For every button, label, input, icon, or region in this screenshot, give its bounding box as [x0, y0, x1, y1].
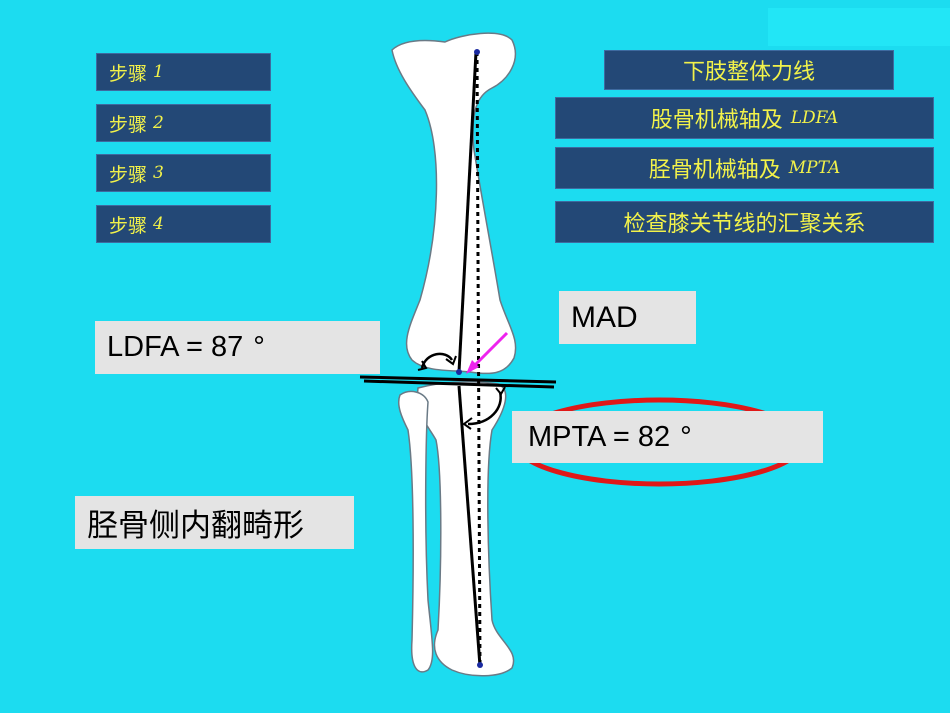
tibial-joint-line [363, 379, 555, 389]
step-1-button[interactable]: 步骤 1 [96, 53, 271, 91]
ldfa-arrow-right [445, 355, 457, 366]
step-2-button[interactable]: 步骤 2 [96, 104, 271, 142]
fibula [397, 390, 434, 673]
mpta-arrow-bottom [462, 417, 473, 430]
bone-outline [391, 32, 517, 677]
step-4-label: 步骤 [109, 214, 148, 237]
step-4-button[interactable]: 步骤 4 [96, 205, 271, 243]
ldfa-label-box: LDFA = 87 ° [95, 321, 380, 374]
mechanical-axis-dotted [475, 51, 482, 666]
knee-center-point [456, 369, 462, 375]
tibia-axis-button[interactable]: 胫骨机械轴及 MPTA [555, 147, 934, 189]
tibia-axis-label: 胫骨机械轴及 [648, 158, 781, 183]
hip-center-point [474, 49, 480, 55]
tibia-axis-abbr: MPTA [788, 158, 841, 178]
ldfa-value: LDFA = 87 [107, 331, 244, 363]
step-2-label: 步骤 [109, 113, 148, 136]
mad-label-box: MAD [559, 291, 696, 344]
mpta-degree: ° [680, 420, 692, 453]
femoral-axis [457, 51, 478, 373]
mad-label: MAD [571, 300, 638, 334]
step-3-number: 3 [153, 163, 164, 183]
mad-arrowhead [466, 360, 479, 374]
femur-axis-button[interactable]: 股骨机械轴及 LDFA [555, 97, 934, 139]
step-1-label: 步骤 [109, 62, 148, 85]
ldfa-degree: ° [253, 331, 265, 363]
step-3-button[interactable]: 步骤 3 [96, 154, 271, 192]
step-2-number: 2 [153, 113, 164, 133]
mpta-label-box: MPTA = 82 ° [512, 411, 823, 463]
femur-axis-label: 股骨机械轴及 [650, 108, 783, 133]
femur [391, 32, 517, 375]
deformity-label-box: 胫骨侧内翻畸形 [75, 496, 354, 549]
knee-convergence-label: 检查膝关节线的汇聚关系 [623, 212, 866, 237]
ankle-center-point [477, 662, 483, 668]
tibial-axis [457, 385, 482, 667]
mad-arrow-line [470, 331, 509, 370]
mpta-arrow-top [495, 386, 506, 396]
tibia [416, 381, 515, 677]
ldfa-arrow-left [417, 360, 428, 371]
deformity-label: 胫骨侧内翻畸形 [87, 508, 304, 544]
step-4-number: 4 [153, 214, 164, 234]
limb-axis-button[interactable]: 下肢整体力线 [604, 50, 894, 90]
femoral-joint-line [359, 375, 557, 384]
mpta-angle-arc [467, 391, 502, 426]
step-1-number: 1 [153, 62, 164, 82]
knee-convergence-button[interactable]: 检查膝关节线的汇聚关系 [555, 201, 934, 243]
corner-panel [768, 8, 950, 46]
femur-axis-abbr: LDFA [790, 108, 839, 128]
step-3-label: 步骤 [109, 163, 148, 186]
limb-axis-label: 下肢整体力线 [682, 60, 815, 85]
mpta-value: MPTA = 82 [528, 420, 671, 453]
